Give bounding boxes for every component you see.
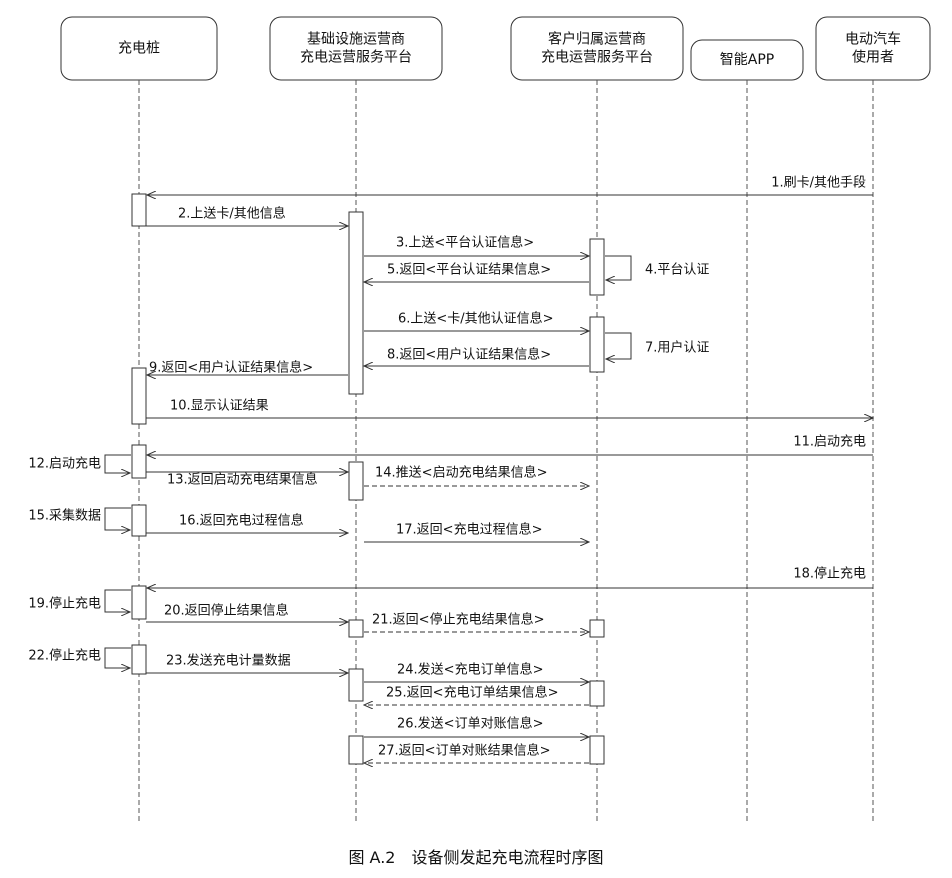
- participant-label-home: 充电运营服务平台: [541, 50, 653, 66]
- participant-label-infra: 基础设施运营商: [307, 31, 405, 48]
- participant-box-home: [510, 16, 684, 81]
- self-message-arrow: [104, 647, 131, 668]
- message-label: 22.停止充电: [28, 648, 101, 664]
- message-label: 21.返回<停止充电结果信息>: [372, 612, 544, 628]
- message-label: 27.返回<订单对账结果信息>: [378, 743, 550, 759]
- message-label: 5.返回<平台认证结果信息>: [387, 262, 551, 278]
- participant-label-app: 智能APP: [720, 52, 774, 68]
- message-label: 25.返回<充电订单结果信息>: [386, 685, 558, 701]
- activation-bar-pile: [131, 193, 147, 227]
- message-label: 8.返回<用户认证结果信息>: [387, 347, 551, 363]
- message-label: 4.平台认证: [645, 263, 709, 278]
- participant-label-home: 客户归属运营商: [548, 31, 646, 48]
- activation-bar-infra: [348, 735, 364, 765]
- activation-bar-infra: [348, 619, 364, 638]
- activation-bar-pile: [131, 444, 147, 479]
- participant-label-infra: 充电运营服务平台: [300, 50, 412, 66]
- activation-bar-infra: [348, 211, 364, 395]
- figure-caption: 图 A.2 设备侧发起充电流程时序图: [0, 844, 952, 868]
- message-label: 10.显示认证结果: [170, 399, 269, 414]
- message-label: 7.用户认证: [645, 340, 709, 356]
- message-label: 23.发送充电计量数据: [166, 653, 291, 669]
- activation-bar-home: [589, 238, 605, 296]
- sequence-diagram: 充电桩基础设施运营商充电运营服务平台客户归属运营商充电运营服务平台智能APP电动…: [28, 16, 931, 822]
- message-label: 1.刷卡/其他手段: [771, 176, 866, 191]
- message-label: 11.启动充电: [793, 434, 866, 450]
- message-label: 2.上送卡/其他信息: [178, 206, 286, 222]
- participant-box-user: [815, 16, 931, 81]
- activation-bar-pile: [131, 504, 147, 537]
- message-label: 16.返回充电过程信息: [179, 513, 304, 529]
- message-label: 15.采集数据: [28, 508, 101, 524]
- message-label: 6.上送<卡/其他认证信息>: [398, 311, 554, 327]
- self-message-arrow: [104, 454, 131, 473]
- activation-bar-home: [589, 316, 605, 373]
- message-label: 17.返回<充电过程信息>: [396, 522, 542, 538]
- activation-bar-infra: [348, 668, 364, 702]
- participant-label-pile: 充电桩: [118, 40, 160, 57]
- message-label: 26.发送<订单对账信息>: [397, 716, 543, 732]
- participant-box-infra: [269, 16, 443, 81]
- self-message-arrow: [605, 332, 632, 359]
- message-label: 18.停止充电: [793, 566, 866, 582]
- figure-number: 图 A.2: [348, 848, 396, 867]
- activation-bar-home: [589, 619, 605, 638]
- message-label: 13.返回启动充电结果信息: [167, 472, 318, 488]
- message-label: 12.启动充电: [28, 456, 101, 472]
- message-label: 20.返回停止结果信息: [164, 603, 289, 619]
- self-message-arrow: [605, 255, 632, 280]
- message-label: 19.停止充电: [28, 596, 101, 612]
- self-message-arrow: [104, 507, 131, 530]
- activation-bar-pile: [131, 644, 147, 675]
- message-label: 24.发送<充电订单信息>: [397, 662, 543, 678]
- message-label: 14.推送<启动充电结果信息>: [375, 465, 547, 481]
- activation-bar-infra: [348, 461, 364, 501]
- participant-label-user: 使用者: [852, 49, 894, 66]
- figure-title: 设备侧发起充电流程时序图: [411, 848, 604, 867]
- activation-bar-home: [589, 735, 605, 765]
- activation-bar-pile: [131, 367, 147, 425]
- message-label: 9.返回<用户认证结果信息>: [149, 360, 313, 376]
- self-message-arrow: [104, 589, 131, 612]
- message-label: 3.上送<平台认证信息>: [396, 235, 534, 251]
- activation-bar-home: [589, 680, 605, 707]
- activation-bar-pile: [131, 585, 147, 620]
- participant-label-user: 电动汽车: [845, 31, 901, 48]
